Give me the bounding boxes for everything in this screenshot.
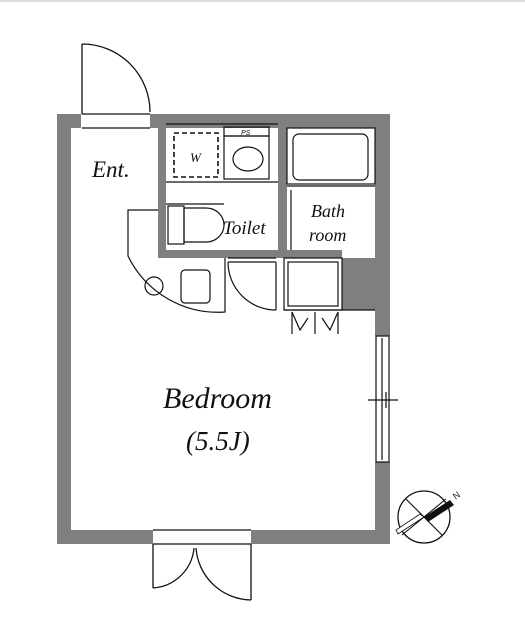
interior-walls bbox=[158, 124, 342, 258]
washroom-door bbox=[227, 257, 277, 311]
washer-space bbox=[173, 132, 219, 178]
outer-walls bbox=[57, 114, 390, 544]
toilet-fixture bbox=[166, 203, 225, 245]
pipe-space-box bbox=[223, 126, 270, 137]
bath-label-line2: room bbox=[309, 225, 346, 245]
bathroom-fixtures bbox=[286, 127, 376, 250]
bedroom-size-label: (5.5J) bbox=[186, 426, 250, 456]
kitchen-sink bbox=[180, 269, 211, 304]
closet bbox=[283, 257, 375, 334]
balcony-doors bbox=[152, 529, 252, 601]
toilet-label: Toilet bbox=[223, 218, 266, 239]
compass-north-label: N bbox=[451, 490, 462, 502]
bathtub bbox=[292, 133, 369, 181]
sink-cabinet bbox=[223, 135, 270, 180]
compass-icon: N bbox=[395, 490, 462, 544]
bedroom-window bbox=[368, 335, 398, 463]
washroom-fixtures bbox=[166, 123, 278, 183]
sink-basin bbox=[232, 146, 264, 172]
entrance-door bbox=[81, 43, 151, 129]
pipe-space-label: PS bbox=[241, 130, 251, 137]
kitchen-counter bbox=[127, 209, 226, 313]
entrance-label: Ent. bbox=[91, 157, 130, 182]
bedroom-label: Bedroom bbox=[163, 382, 272, 415]
bath-label-line1: Bath bbox=[311, 201, 345, 221]
washer-label: W bbox=[190, 150, 202, 165]
stove-burner bbox=[144, 276, 164, 296]
